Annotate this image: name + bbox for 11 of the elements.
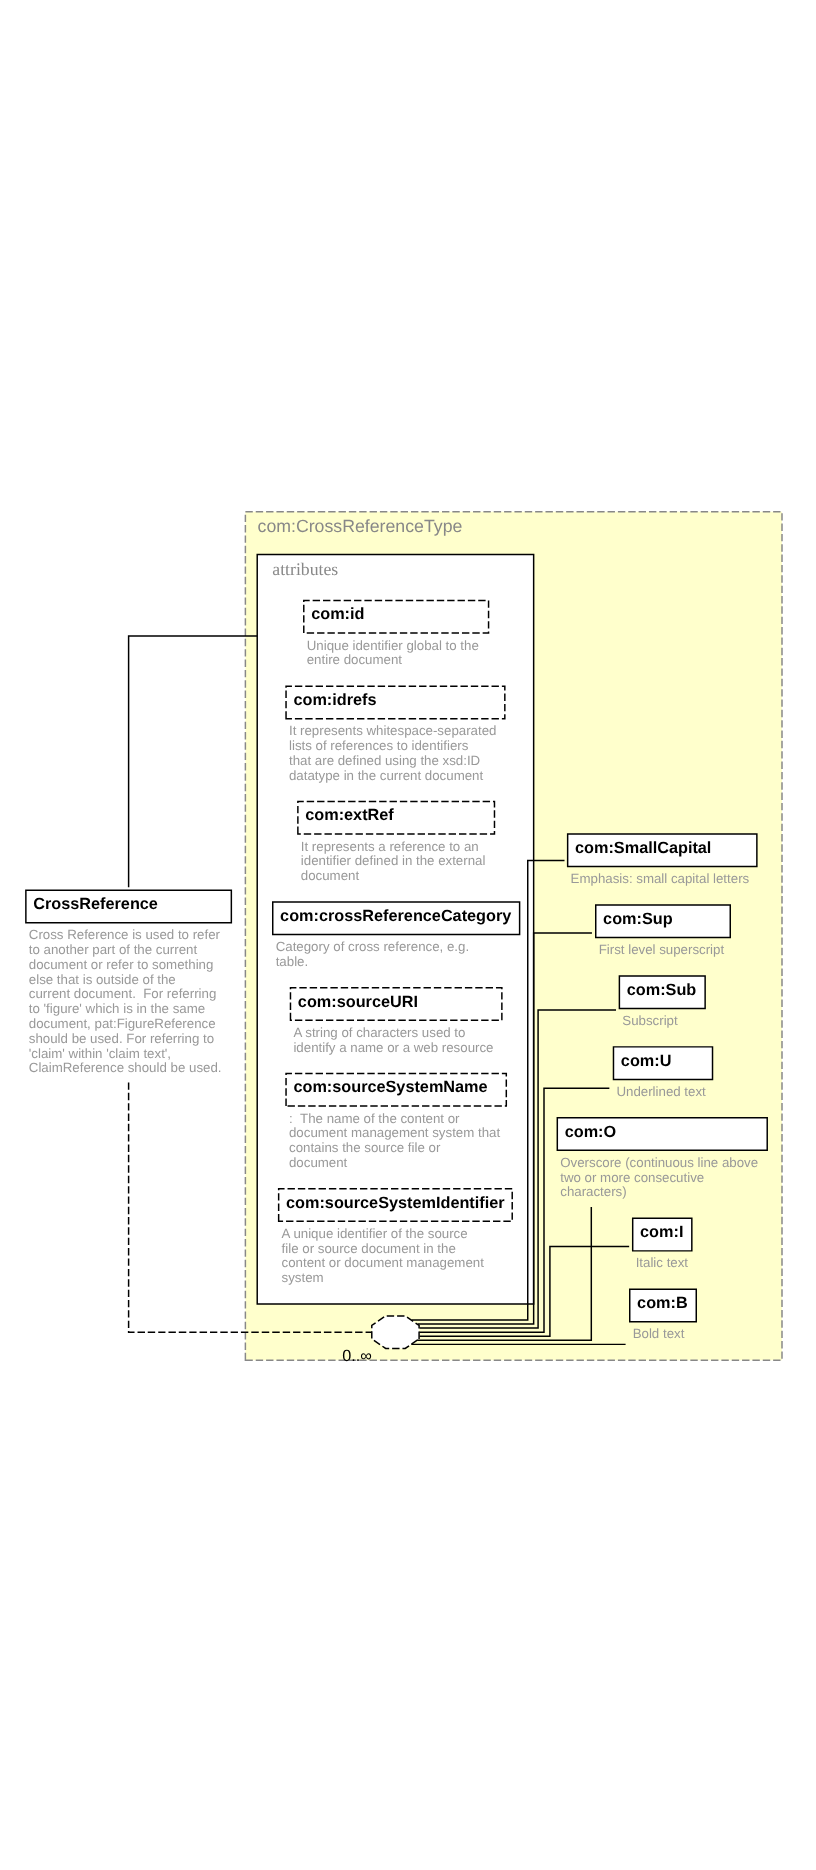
- connector: [416, 931, 593, 1324]
- connector: [410, 1342, 627, 1345]
- connector: [410, 858, 566, 1320]
- node-octagon: [371, 1314, 420, 1349]
- connector: [416, 1205, 593, 1341]
- connector: [127, 1080, 373, 1332]
- connector: [418, 1086, 611, 1332]
- connector: [418, 1244, 630, 1336]
- connector: [418, 1008, 617, 1328]
- node-label: 0..∞: [342, 1346, 372, 1365]
- connector: [127, 634, 258, 887]
